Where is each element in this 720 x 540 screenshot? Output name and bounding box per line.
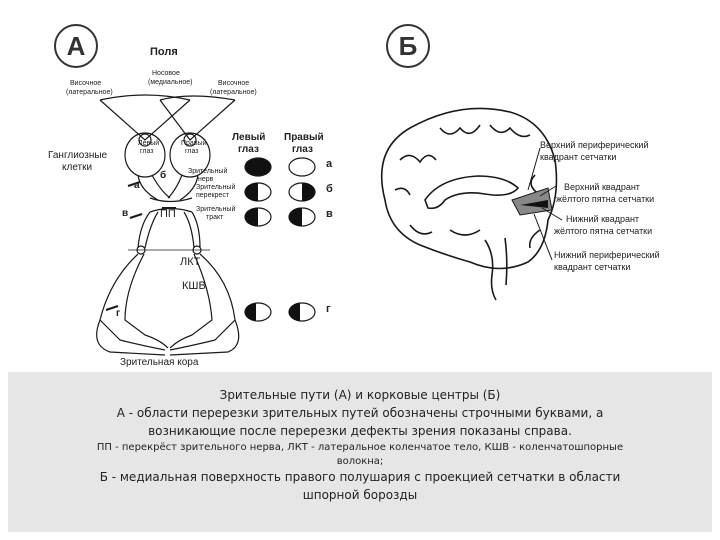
label-pp: ПП (160, 208, 176, 220)
cut-letter-v: в (122, 208, 129, 219)
label-optic-nerve-2: нерв (198, 176, 214, 183)
label-upper-peripheral-1: Верхний периферический (540, 140, 649, 150)
visual-pathway-diagram (96, 94, 240, 356)
caption-title: Зрительные пути (А) и корковые центры (Б… (219, 388, 501, 402)
label-nasal-2: (медиальное) (148, 79, 193, 86)
panel-b-badge: Б (386, 24, 430, 68)
cut-letter-b: б (160, 170, 167, 181)
label-upper-peripheral-2: квадрант сетчатки (540, 152, 617, 162)
row-letter-a: а (326, 158, 333, 170)
label-ganglion-1: Ганглиозные (48, 150, 108, 161)
label-right-eye-small-1: Правый (181, 140, 207, 147)
caption-line-a2: возникающие после перерезки дефекты зрен… (148, 424, 572, 438)
label-optic-tract-1: Зрительный (196, 206, 236, 213)
label-nasal-1: Носовое (152, 70, 180, 77)
label-ganglion-2: клетки (62, 162, 93, 173)
label-left-eye-small-2: глаз (140, 148, 154, 155)
label-left-eye-head-1: Левый (232, 132, 266, 143)
label-left-eye-small-1: Левый (138, 140, 160, 147)
row-letter-v: в (326, 208, 333, 220)
caption-line-abbr: ПП - перекрёст зрительного нерва, ЛКТ - … (96, 442, 624, 453)
label-chiasm-1: Зрительный (196, 184, 236, 191)
label-lkt: ЛКТ (180, 256, 201, 268)
panel-a-badge: А (54, 24, 98, 68)
label-right-eye-small-2: глаз (185, 148, 199, 155)
caption-line-abbr-2: волокна; (336, 456, 384, 467)
label-right-eye-head-1: Правый (284, 132, 324, 143)
label-upper-macula-1: Верхний квадрант (564, 182, 640, 192)
fields-title: Поля (150, 46, 178, 58)
label-temporal-left-1: Височное (70, 80, 102, 87)
figure: А Поля Височное (латеральное) Носовое (м… (48, 24, 660, 368)
row-letter-g: г (326, 303, 331, 315)
label-visual-cortex: Зрительная кора (120, 357, 199, 368)
label-optic-tract-2: тракт (206, 214, 224, 221)
cut-letter-g: г (116, 308, 121, 319)
label-upper-macula-2: жёлтого пятна сетчатки (556, 194, 655, 204)
label-optic-nerve-1: Зрительный (188, 168, 228, 175)
caption-line-a1: А - области перерезки зрительных путей о… (116, 406, 604, 420)
label-ksv: КШВ (182, 280, 206, 292)
label-lower-macula-2: жёлтого пятна сетчатки (554, 226, 653, 236)
label-temporal-right-2: (латеральное) (210, 89, 257, 96)
label-left-eye-head-2: глаз (238, 144, 259, 155)
label-temporal-left-2: (латеральное) (66, 89, 113, 96)
caption-box: Зрительные пути (А) и корковые центры (Б… (8, 372, 712, 532)
cut-letter-a: а (134, 180, 140, 191)
label-chiasm-2: перекрест (196, 192, 230, 199)
label-lower-peripheral-1: Нижний периферический (554, 250, 660, 260)
label-lower-macula-1: Нижний квадрант (566, 214, 640, 224)
label-lower-peripheral-2: квадрант сетчатки (554, 262, 631, 272)
caption-line-b2: шпорной борозды (302, 488, 418, 502)
label-right-eye-head-2: глаз (292, 144, 313, 155)
caption-line-b1: Б - медиальная поверхность правого полуш… (99, 470, 621, 484)
label-temporal-right-1: Височное (218, 80, 250, 87)
row-letter-b: б (326, 183, 333, 195)
